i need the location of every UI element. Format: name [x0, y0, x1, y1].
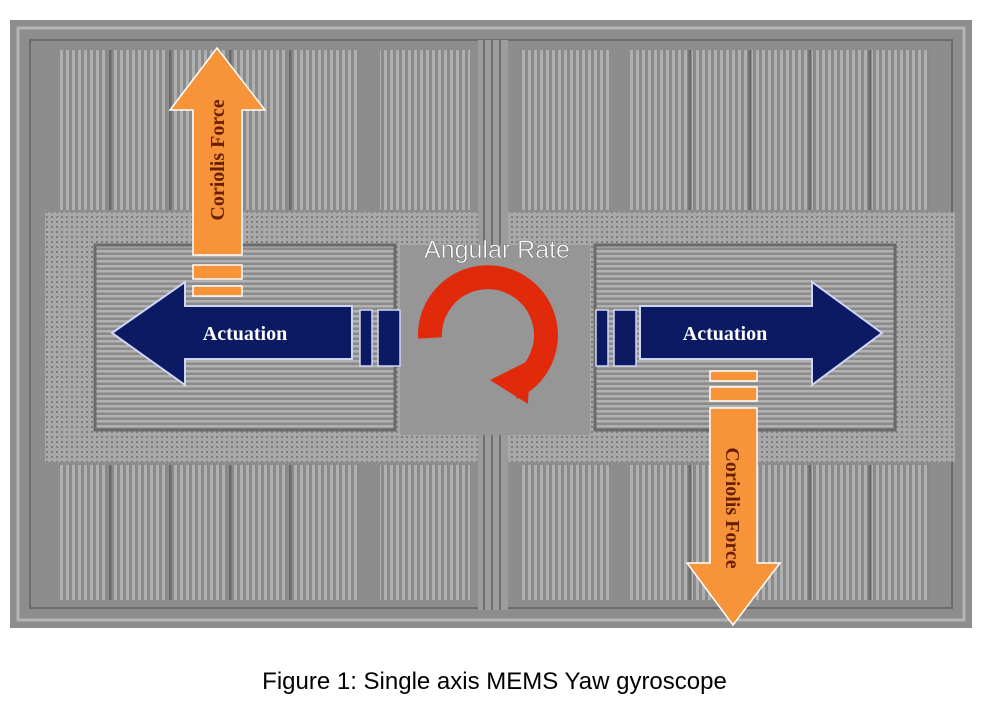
coriolis-arrow-top [168, 46, 267, 297]
actuation-arrow-right [595, 280, 884, 387]
actuation-label-left: Actuation [203, 323, 287, 345]
coriolis-label-bottom: Coriolis Force [721, 447, 743, 568]
coriolis-label-top: Coriolis Force [207, 99, 229, 220]
actuation-label-right: Actuation [683, 323, 767, 345]
actuation-arrow-left [110, 280, 401, 387]
angular-rate-label: Angular Rate [424, 236, 570, 264]
angular-rate-arrow [417, 265, 558, 404]
figure-caption: Figure 1: Single axis MEMS Yaw gyroscope [262, 668, 727, 695]
coriolis-arrow-bottom [685, 370, 782, 627]
